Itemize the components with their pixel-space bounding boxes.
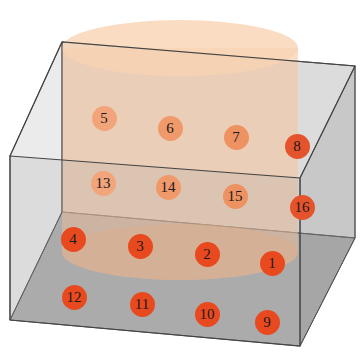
numbered-dot: 3 (128, 234, 153, 259)
numbered-dot: 9 (255, 310, 280, 335)
callout-number: 2 (203, 247, 211, 262)
callout-number: 7 (232, 130, 240, 145)
callout-number: 13 (96, 176, 111, 191)
numbered-dot: 10 (195, 302, 220, 327)
callout-number: 4 (69, 232, 77, 247)
callout-number: 8 (293, 139, 301, 154)
top-edge (10, 42, 355, 178)
numbered-dot: 4 (61, 227, 86, 252)
front-face (10, 156, 300, 346)
callout-number: 11 (135, 297, 149, 312)
numbered-dot: 15 (223, 184, 248, 209)
numbered-dot: 2 (195, 242, 220, 267)
callout-number: 10 (200, 307, 215, 322)
numbered-dot: 6 (158, 116, 183, 141)
numbered-dot: 1 (260, 251, 285, 276)
callout-number: 15 (228, 189, 243, 204)
callout-number: 12 (67, 290, 82, 305)
callout-number: 3 (136, 239, 144, 254)
numbered-dot: 14 (156, 175, 181, 200)
callout-number: 6 (166, 121, 174, 136)
callout-number: 5 (100, 111, 108, 126)
callout-number: 9 (263, 315, 271, 330)
numbered-dot: 5 (92, 106, 117, 131)
callout-number: 1 (268, 256, 276, 271)
callout-number: 16 (295, 200, 310, 215)
numbered-dot: 8 (285, 134, 310, 159)
numbered-dot: 11 (130, 292, 155, 317)
numbered-dot: 13 (91, 171, 116, 196)
numbered-dot: 12 (62, 285, 87, 310)
numbered-dot: 7 (224, 125, 249, 150)
numbered-dot: 16 (290, 195, 315, 220)
callout-number: 14 (161, 180, 176, 195)
cylinder-top (62, 20, 298, 76)
